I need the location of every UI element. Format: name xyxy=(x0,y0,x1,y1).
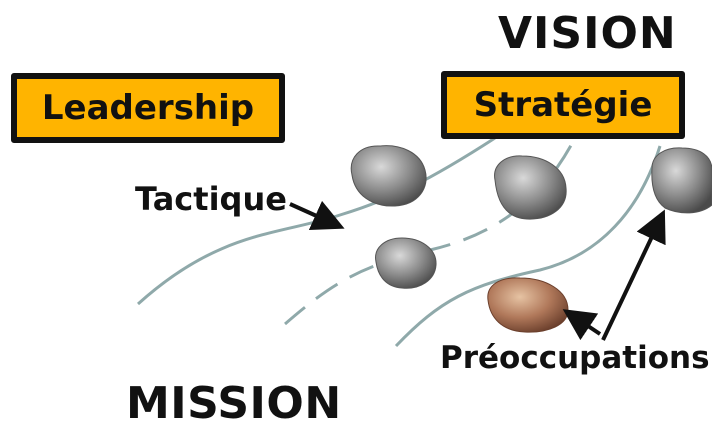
rock-gray-icon xyxy=(651,147,712,214)
rock-gray-icon xyxy=(375,237,437,289)
vision-title: VISION xyxy=(498,8,677,59)
arrow-icon xyxy=(289,200,345,231)
path-line-lower xyxy=(394,145,662,348)
strategie-box: Stratégie xyxy=(441,71,685,139)
preoccupations-label: Préoccupations xyxy=(440,340,710,376)
rock-gray-icon xyxy=(494,155,567,220)
arrow-icon xyxy=(601,209,666,341)
leadership-box: Leadership xyxy=(11,73,285,143)
rock-gray-icon xyxy=(350,145,427,207)
path-line-upper xyxy=(136,136,496,306)
mission-title: MISSION xyxy=(126,378,342,429)
rock-brown-icon xyxy=(487,277,569,333)
tactique-label: Tactique xyxy=(135,180,287,218)
arrow-icon xyxy=(562,309,602,341)
